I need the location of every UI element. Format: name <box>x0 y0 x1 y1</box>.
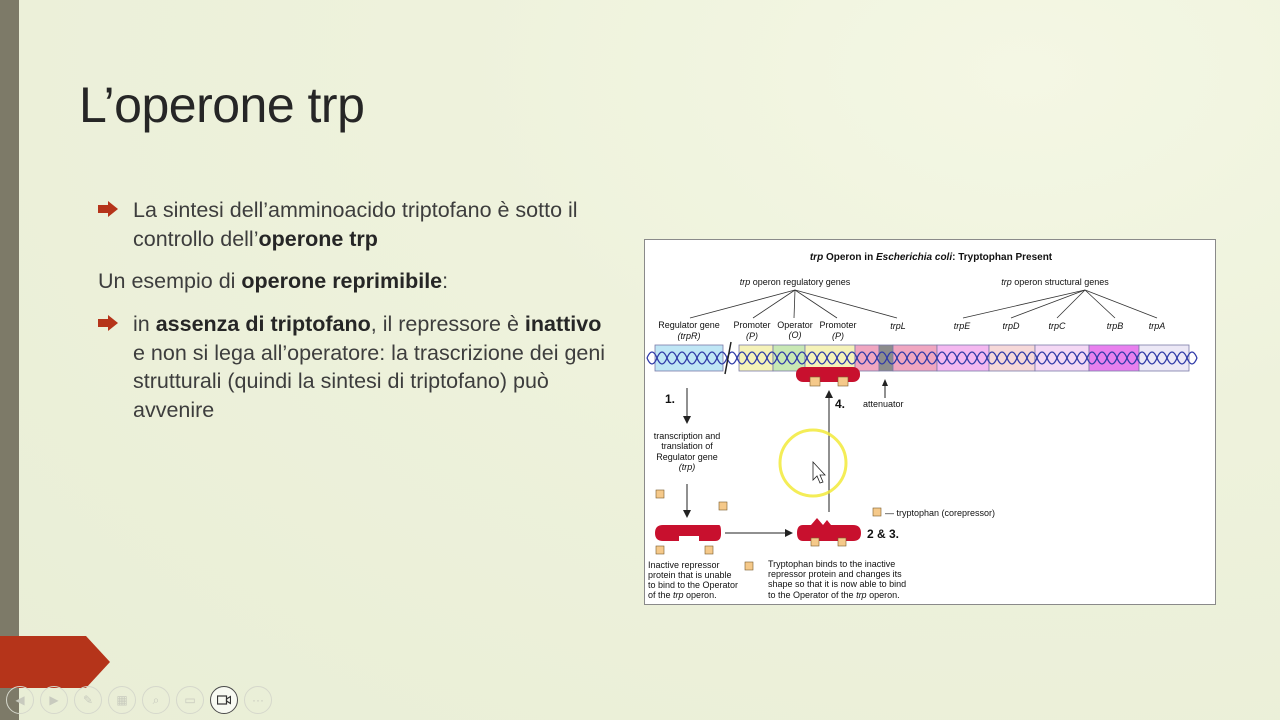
gene-label-trpC: trpC <box>1048 321 1066 331</box>
gene-label-trpA: trpA <box>1149 321 1166 331</box>
regulatory-genes-label: trp operon regulatory genes <box>740 277 851 287</box>
promoter1-sub: (P) <box>746 331 758 341</box>
para-post: : <box>442 269 449 293</box>
svg-text:to the Operator of the trp ope: to the Operator of the trp operon. <box>768 590 900 600</box>
bullet-2-mid: , il repressore è <box>370 312 525 336</box>
svg-text:to bind to the Operator: to bind to the Operator <box>648 580 738 590</box>
gene-label-trpE: trpE <box>954 321 972 331</box>
para-text: Un esempio di <box>98 269 242 293</box>
arrow-up-head <box>825 390 833 398</box>
arrow-right-head <box>785 529 793 537</box>
svg-text:shape so that it is now able t: shape so that it is now able to bind <box>768 579 906 589</box>
more-icon[interactable]: ··· <box>244 686 272 714</box>
pointer-highlight-circle <box>778 428 848 498</box>
attenuator-label: attenuator <box>863 399 904 409</box>
svg-text:Regulator gene: Regulator gene <box>656 452 718 462</box>
promoter1-label: Promoter <box>733 320 770 330</box>
svg-text:Inactive repressor: Inactive repressor <box>648 560 720 570</box>
svg-text:protein that is unable: protein that is unable <box>648 570 732 580</box>
regulator-gene-label: Regulator gene <box>658 320 720 330</box>
bullet-1-bold: operone trp <box>258 226 378 251</box>
arrow-down-2-head <box>683 510 691 518</box>
subtitles-icon[interactable]: ▭ <box>176 686 204 714</box>
bullet-1-text: La sintesi dell’amminoacido triptofano è… <box>133 198 578 251</box>
mouse-cursor-icon <box>812 460 826 484</box>
promoter2-sub: (P) <box>832 331 844 341</box>
slide-title: L’operone trp <box>79 77 365 133</box>
step-1-label: 1. <box>665 392 675 406</box>
figure-title: trp Operon in Escherichia coli: Tryptoph… <box>810 252 1053 263</box>
bullet-2-bold1: assenza di triptofano <box>155 312 371 336</box>
gene-label-trpB: trpB <box>1107 321 1124 331</box>
operator-label: Operator <box>777 320 813 330</box>
slides-icon[interactable]: ▦ <box>108 686 136 714</box>
tryptophan-legend: — tryptophan (corepressor) <box>885 508 995 518</box>
structural-genes-label: trp operon structural genes <box>1001 277 1109 287</box>
prev-icon[interactable]: ◀ <box>6 686 34 714</box>
bullet-2: in assenza di triptofano, il repressore … <box>98 310 608 424</box>
bullet-1: La sintesi dell’amminoacido triptofano è… <box>98 196 608 253</box>
inactive-repressor-caption: Inactive repressor protein that is unabl… <box>648 560 738 600</box>
para-bold: operone reprimibile <box>241 269 443 293</box>
pen-icon[interactable]: ✎ <box>74 686 102 714</box>
svg-text:repressor protein and changes: repressor protein and changes its <box>768 569 902 579</box>
bullet-arrow-icon <box>98 201 118 217</box>
svg-text:transcription and: transcription and <box>654 431 721 441</box>
gene-label-trpL: trpL <box>890 321 906 331</box>
paragraph-reprimibile: Un esempio di operone reprimibile: <box>98 267 448 295</box>
left-accent-bar <box>0 0 19 720</box>
step-4-label: 4. <box>835 397 845 411</box>
bullet-arrow-icon <box>98 315 118 331</box>
regulator-gene-sub: (trpR) <box>678 331 701 341</box>
svg-text:(trp): (trp) <box>679 462 696 472</box>
binds-caption: Tryptophan binds to the inactive repress… <box>768 559 906 600</box>
dna-helix-strand-b <box>646 351 1198 365</box>
tryptophan-molecules <box>655 489 882 571</box>
attenuator-arrow-head <box>882 379 888 386</box>
branch-lines <box>689 289 1158 319</box>
inactive-repressor <box>655 525 721 541</box>
transcription-label: transcription and translation of Regulat… <box>654 431 721 472</box>
svg-text:of the trp operon.: of the trp operon. <box>648 590 717 600</box>
dna-helix-strand-a <box>646 351 1198 365</box>
bullet-2-post: e non si lega all’operatore: la trascriz… <box>133 340 606 422</box>
zoom-icon[interactable]: ⌕ <box>142 686 170 714</box>
trp-operon-figure: trp Operon in Escherichia coli: Tryptoph… <box>644 239 1216 605</box>
step-23-label: 2 & 3. <box>867 527 899 541</box>
active-repressor <box>797 518 861 547</box>
bullet-2-bold2: inattivo <box>524 312 602 336</box>
gene-label-trpD: trpD <box>1002 321 1020 331</box>
dna-break-mark <box>724 341 732 375</box>
next-icon[interactable]: ▶ <box>40 686 68 714</box>
svg-text:translation of: translation of <box>661 441 713 451</box>
repressor-bound-operator <box>796 367 860 387</box>
presenter-toolbar: ◀ ▶ ✎ ▦ ⌕ ▭ ··· <box>6 686 272 714</box>
corner-accent-arrow <box>0 636 110 688</box>
camera-icon[interactable] <box>210 686 238 714</box>
trp-operon-diagram: trp Operon in Escherichia coli: Tryptoph… <box>646 252 1198 600</box>
promoter2-label: Promoter <box>819 320 856 330</box>
arrow-down-1-head <box>683 416 691 424</box>
gene-labels: trpL trpE trpD trpC trpB trpA <box>890 321 1165 331</box>
bullet-2-pre: in <box>133 312 156 336</box>
dna-segments <box>654 344 1190 372</box>
operator-sub: (O) <box>789 330 802 340</box>
svg-text:Tryptophan binds to the inacti: Tryptophan binds to the inactive <box>768 559 895 569</box>
